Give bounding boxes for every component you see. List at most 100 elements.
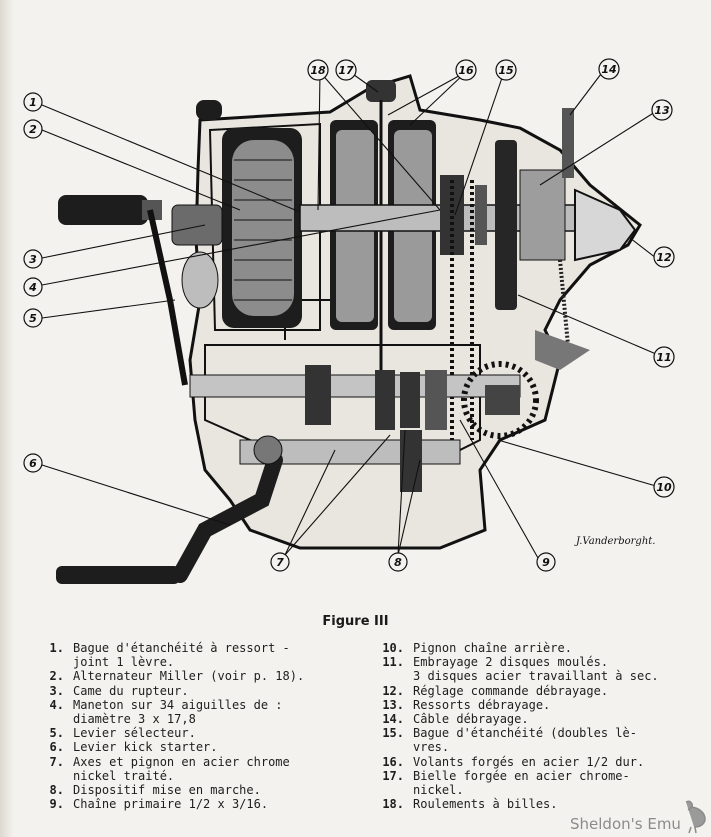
callout-3-label: 3: [29, 253, 37, 266]
callout-16: 16: [455, 59, 477, 81]
callout-5: 5: [23, 308, 43, 328]
legend-number: 5.: [49, 726, 64, 741]
watermark-text: Sheldon's Emu: [570, 815, 681, 833]
callout-9-label: 9: [542, 556, 550, 569]
legend-text: Bielle forgée en acier chrome- nickel.: [413, 768, 630, 798]
legend-text: Levier kick starter.: [73, 740, 218, 755]
kick-starter-lever: [56, 435, 283, 584]
legend-item: 12.Réglage commande débrayage.: [380, 684, 680, 698]
callout-16-label: 16: [458, 64, 474, 77]
legend-number: 12.: [382, 683, 404, 698]
legend-text: Embrayage 2 disques moulés. 3 disques ac…: [413, 655, 659, 684]
legend-item: 5. Levier sélecteur.: [40, 726, 340, 740]
legend-item: 16.Volants forgés en acier 1/2 dur.: [380, 755, 680, 769]
engine-cutaway-diagram: 1 2 3 4 5 6 7 8 9 10 11 12 13 14 15 16 1…: [23, 58, 675, 584]
callout-18-label: 18: [310, 64, 326, 77]
callout-17: 17: [335, 59, 357, 81]
callout-14-label: 14: [601, 63, 616, 76]
legend-item: 7.Axes et pignon en acier chrome nickel …: [40, 755, 340, 783]
legend-text: Roulements à billes.: [413, 797, 558, 812]
callout-9: 9: [536, 552, 556, 572]
legend-text: Maneton sur 34 aiguilles de : diamètre 3…: [73, 697, 283, 727]
legend-left-column: 1. Bague d'étanchéité à ressort - joint 1…: [40, 641, 340, 811]
legend-text: Chaîne primaire 1/2 x 3/16.: [73, 797, 269, 812]
legend-item: 9. Chaîne primaire 1/2 x 3/16.: [40, 797, 340, 811]
legend-number: 14.: [382, 712, 404, 727]
callout-17-label: 17: [338, 64, 354, 77]
legend-text: Levier sélecteur.: [73, 726, 196, 741]
callout-12-label: 12: [656, 251, 672, 264]
clutch: [495, 108, 637, 370]
legend-item: 1. Bague d'étanchéité à ressort - joint 1…: [40, 641, 340, 669]
callout-5-label: 5: [29, 312, 37, 325]
callout-2-label: 2: [29, 123, 37, 136]
callout-13: 13: [651, 99, 673, 121]
legend-item: 18. Roulements à billes.: [380, 797, 680, 811]
legend-number: 4.: [49, 697, 64, 712]
figure-title: Figure III: [322, 614, 389, 629]
legend-item: 2. Alternateur Miller (voir p. 18).: [40, 669, 340, 683]
artist-signature: J.Vanderborght.: [576, 536, 656, 547]
legend-number: 2.: [49, 669, 64, 684]
legend-number: 13.: [382, 697, 404, 712]
legend-number: 18.: [382, 797, 404, 812]
callout-6-label: 6: [29, 457, 37, 470]
alternator: [196, 100, 302, 328]
callout-4-label: 4: [28, 281, 37, 294]
legend-item: 10. Pignon chaîne arrière.: [380, 641, 680, 655]
legend-number: 3.: [49, 683, 64, 698]
callout-3: 3: [23, 249, 43, 269]
callout-8: 8: [388, 552, 408, 572]
callout-4: 4: [23, 277, 43, 297]
legend-item: 4. Maneton sur 34 aiguilles de : diamètre…: [40, 698, 340, 726]
callout-14: 14: [598, 58, 620, 80]
callout-7-label: 7: [276, 556, 284, 569]
legend-item: 6. Levier kick starter.: [40, 740, 340, 754]
legend-item: 8. Dispositif mise en marche.: [40, 783, 340, 797]
legend-number: 9.: [49, 797, 64, 812]
legend-item: 15. Bague d'étanchéité (doubles lè- vres.: [380, 726, 680, 754]
callout-10-label: 10: [656, 481, 672, 494]
legend-number: 6.: [49, 740, 64, 755]
legend-right-column: 10. Pignon chaîne arrière. 11. Embrayage 2…: [380, 641, 680, 811]
legend-number: 15.: [382, 726, 404, 741]
callout-2: 2: [23, 119, 43, 139]
legend-text: Came du rupteur.: [73, 683, 189, 698]
emu-logo-icon: [685, 800, 706, 834]
legend-item: 3. Came du rupteur.: [40, 684, 340, 698]
callout-15: 15: [495, 59, 517, 81]
callout-11: 11: [653, 346, 675, 368]
legend-number: 11.: [382, 655, 404, 670]
leader-lines: [41, 69, 657, 559]
legend-number: 7.: [49, 754, 64, 769]
legend-number: 1.: [49, 641, 64, 655]
callout-11-label: 11: [656, 351, 671, 364]
legend-text: Bague d'étanchéité à ressort - joint 1 l…: [73, 641, 290, 670]
callout-18: 18: [307, 59, 329, 81]
legend-text: Dispositif mise en marche.: [73, 783, 261, 798]
legend-item: 11. Embrayage 2 disques moulés. 3 disques…: [380, 655, 680, 683]
legend-text: Alternateur Miller (voir p. 18).: [73, 669, 305, 684]
legend-number: 16.: [382, 754, 404, 769]
selector-lever: [58, 195, 223, 386]
callout-10: 10: [653, 476, 675, 498]
callout-12: 12: [653, 246, 675, 268]
callout-7: 7: [270, 552, 290, 572]
legend-number: 17.: [382, 768, 404, 783]
legend-text: Pignon chaîne arrière.: [413, 641, 572, 655]
callout-1-label: 1: [29, 96, 37, 109]
legend-text: Câble débrayage.: [413, 712, 529, 727]
callout-13-label: 13: [654, 104, 670, 117]
callouts: 1 2 3 4 5 6 7 8 9 10 11 12 13 14 15 16 1…: [23, 58, 675, 572]
callout-6: 6: [23, 453, 43, 473]
callout-1: 1: [23, 92, 43, 112]
legend-text: Bague d'étanchéité (doubles lè- vres.: [413, 726, 637, 755]
scan-edge: [0, 0, 14, 837]
callout-15-label: 15: [498, 64, 514, 77]
legend-number: 10.: [382, 641, 404, 655]
callout-8-label: 8: [394, 556, 402, 569]
legend-item: 14. Câble débrayage.: [380, 712, 680, 726]
legend-text: Ressorts débrayage.: [413, 697, 551, 712]
legend-number: 8.: [49, 783, 64, 798]
